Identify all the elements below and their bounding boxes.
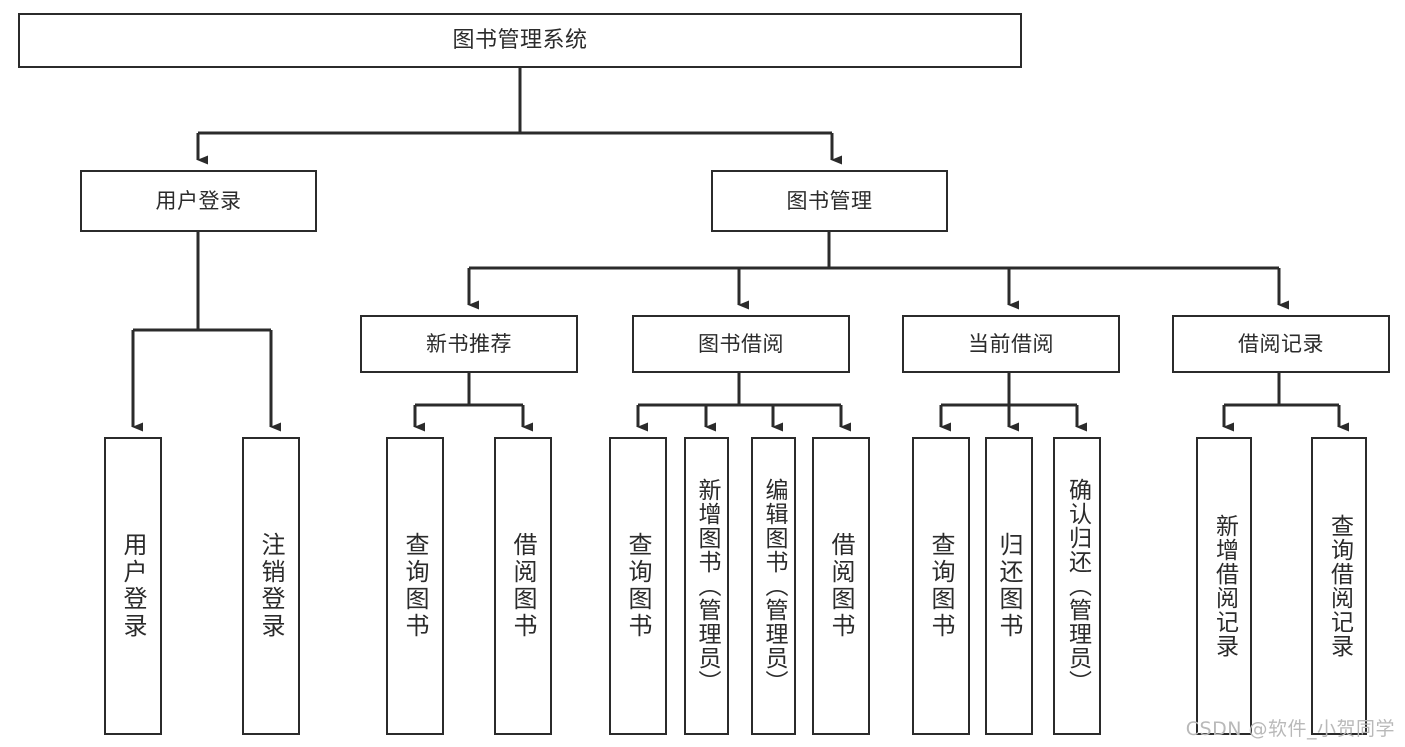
- node-current-borrow[interactable]: 当前借阅: [902, 315, 1120, 373]
- watermark-text: CSDN @软件_小贺同学: [1185, 718, 1395, 740]
- node-user-login[interactable]: 用户登录: [80, 170, 317, 232]
- node-leaf-borrow-book-recommend[interactable]: 借阅图书: [494, 437, 552, 735]
- node-label: 借阅图书: [827, 532, 855, 640]
- node-label: 图书管理系统: [452, 27, 588, 53]
- node-label: 编辑图书（管理员）: [761, 478, 787, 694]
- node-borrow-record[interactable]: 借阅记录: [1172, 315, 1390, 373]
- node-label: 借阅图书: [509, 532, 537, 640]
- node-leaf-add-book-admin[interactable]: 新增图书（管理员）: [684, 437, 729, 735]
- node-label: 图书管理: [786, 188, 873, 213]
- node-label: 查询图书: [927, 532, 955, 640]
- node-label: 新增借阅记录: [1211, 514, 1238, 658]
- node-label: 查询借阅记录: [1326, 514, 1353, 658]
- node-label: 借阅记录: [1238, 331, 1324, 356]
- node-label: 注销登录: [257, 532, 285, 640]
- node-leaf-edit-book-admin[interactable]: 编辑图书（管理员）: [751, 437, 796, 735]
- node-leaf-query-book-recommend[interactable]: 查询图书: [386, 437, 444, 735]
- node-book-management[interactable]: 图书管理: [711, 170, 948, 232]
- node-label: 查询图书: [401, 532, 429, 640]
- node-label: 用户登录: [119, 532, 147, 640]
- node-new-book-recommend[interactable]: 新书推荐: [360, 315, 578, 373]
- node-label: 查询图书: [624, 532, 652, 640]
- node-label: 用户登录: [155, 188, 242, 213]
- node-label: 归还图书: [995, 532, 1023, 640]
- node-leaf-query-book-borrow[interactable]: 查询图书: [609, 437, 667, 735]
- node-leaf-return-book[interactable]: 归还图书: [985, 437, 1033, 735]
- node-book-borrow[interactable]: 图书借阅: [632, 315, 850, 373]
- node-leaf-logout-login[interactable]: 注销登录: [242, 437, 300, 735]
- node-leaf-borrow-book-borrow[interactable]: 借阅图书: [812, 437, 870, 735]
- node-leaf-query-borrow-record[interactable]: 查询借阅记录: [1311, 437, 1367, 735]
- node-leaf-confirm-return-admin[interactable]: 确认归还（管理员）: [1053, 437, 1101, 735]
- node-label: 新书推荐: [426, 331, 512, 356]
- node-label: 确认归还（管理员）: [1064, 478, 1091, 694]
- node-leaf-query-book-current[interactable]: 查询图书: [912, 437, 970, 735]
- node-label: 新增图书（管理员）: [694, 478, 720, 694]
- node-root-book-management-system[interactable]: 图书管理系统: [18, 13, 1022, 68]
- node-leaf-add-borrow-record[interactable]: 新增借阅记录: [1196, 437, 1252, 735]
- node-label: 图书借阅: [698, 331, 784, 356]
- node-label: 当前借阅: [968, 331, 1054, 356]
- node-leaf-user-login[interactable]: 用户登录: [104, 437, 162, 735]
